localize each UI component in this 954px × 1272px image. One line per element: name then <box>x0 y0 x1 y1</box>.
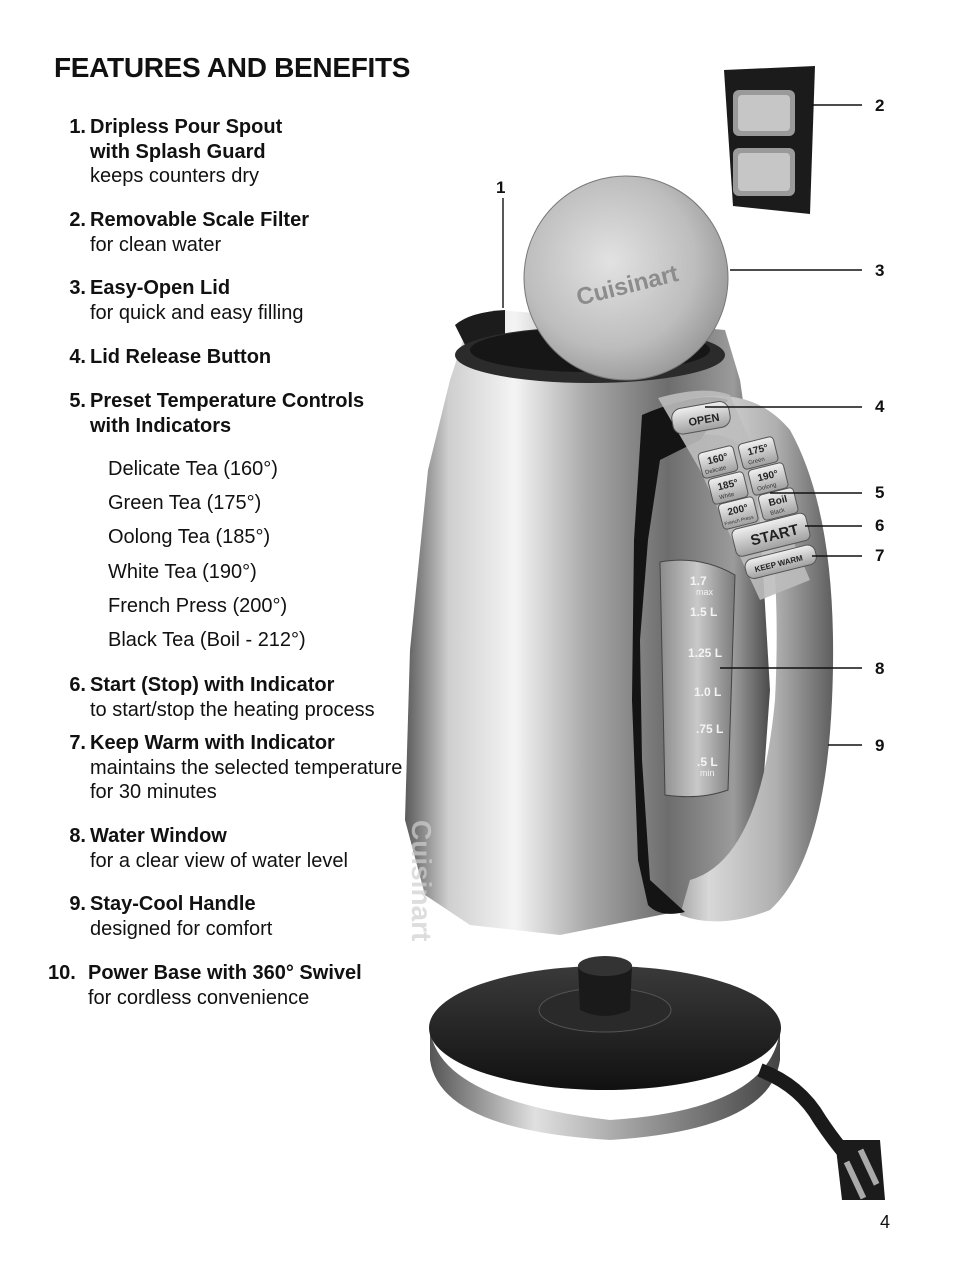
feature-title: Keep Warm with Indicator <box>90 732 335 754</box>
callout-lines <box>502 104 862 746</box>
callout-3: 3 <box>875 261 884 280</box>
water-window: 1.7 max 1.5 L 1.25 L 1.0 L .75 L .5 L mi… <box>659 559 736 798</box>
temp-button-175[interactable]: 175° Green <box>737 436 779 470</box>
callout-numbers: 1 2 3 4 5 6 7 8 9 <box>496 96 885 755</box>
temp-button-185[interactable]: 185° White <box>707 471 749 505</box>
feature-number: 4. <box>69 346 86 368</box>
feature-title: Dripless Pour Spout <box>90 116 283 138</box>
water-level-1-7: 1.7 max <box>690 574 714 597</box>
temp-name: Delicate <box>705 465 728 476</box>
page-number: 4 <box>880 1212 891 1232</box>
body-brand-text: Cuisinart <box>406 820 437 941</box>
feature-number: 7. <box>69 732 86 754</box>
feature-title: Power Base with 360° Swivel <box>88 962 362 984</box>
temp-button-190[interactable]: 190° Oolong <box>747 462 789 496</box>
feature-description: for cordless convenience <box>88 986 310 1009</box>
feature-title: Start (Stop) with Indicator <box>90 674 335 696</box>
temperature-buttons: 160° Delicate 175° Green 185° White 190°… <box>697 436 799 530</box>
feature-title: with Splash Guard <box>90 140 266 163</box>
feature-number: 5. <box>69 390 86 412</box>
callout-5: 5 <box>875 483 884 502</box>
feature-description: for quick and easy filling <box>90 301 304 324</box>
temp-name: Oolong <box>757 482 777 493</box>
preset-item: White Tea (190°) <box>108 560 257 583</box>
preset-item: French Press (200°) <box>108 594 288 617</box>
feature-description: for a clear view of water level <box>90 849 348 872</box>
temp-degree: 190° <box>757 469 780 485</box>
callout-6: 6 <box>875 516 884 535</box>
feature-title: Removable Scale Filter <box>90 209 309 231</box>
temp-button-boil[interactable]: Boil Black <box>757 487 799 521</box>
power-base <box>429 956 885 1200</box>
feature-title: Preset Temperature Controls <box>90 390 365 412</box>
page-title: FEATURES AND BENEFITS <box>54 52 411 83</box>
callout-7: 7 <box>875 546 884 565</box>
temp-degree: 160° <box>706 452 729 468</box>
callout-4: 4 <box>875 397 885 416</box>
feature-title: Lid Release Button <box>90 346 272 368</box>
preset-item: Black Tea (Boil - 212°) <box>108 628 306 651</box>
water-level-0-5: .5 L min <box>697 755 718 778</box>
temp-button-160[interactable]: 160° Delicate <box>697 445 739 479</box>
temp-degree: 200° <box>727 503 750 519</box>
feature-title: Water Window <box>90 825 227 847</box>
feature-description: for 30 minutes <box>90 781 217 803</box>
kettle-lid: Cuisinart <box>523 175 729 381</box>
temp-degree: Boil <box>768 494 789 509</box>
preset-item: Delicate Tea (160°) <box>108 458 278 480</box>
feature-title: with Indicators <box>90 414 232 437</box>
feature-description: for clean water <box>90 233 222 256</box>
feature-number: 8. <box>69 825 86 847</box>
temp-name: Green <box>748 457 766 467</box>
feature-description: keeps counters dry <box>90 165 259 187</box>
preset-item: Oolong Tea (185°) <box>108 526 271 549</box>
control-panel: OPEN 160° Delicate 175° Green 185° White… <box>658 390 818 600</box>
callout-1: 1 <box>496 178 505 197</box>
water-level-value: .5 L <box>697 755 718 769</box>
feature-number: 9. <box>69 893 86 915</box>
water-level-1-25: 1.25 L <box>688 646 722 660</box>
water-level-unit: max <box>696 587 714 597</box>
temp-name: White <box>719 492 736 502</box>
temp-degree: 175° <box>747 443 770 459</box>
water-level-unit: min <box>700 768 715 778</box>
temp-button-200[interactable]: 200° French Press <box>717 496 759 530</box>
open-label: OPEN <box>688 412 721 429</box>
preset-item: Green Tea (175°) <box>108 492 262 515</box>
water-level-0-75: .75 L <box>696 722 723 736</box>
feature-number: 3. <box>69 277 86 299</box>
feature-title: Stay-Cool Handle <box>90 893 256 915</box>
preset-list: Delicate Tea (160°) Green Tea (175°) Ool… <box>108 458 306 663</box>
feature-description: maintains the selected temperature <box>90 756 403 779</box>
feature-description: to start/stop the heating process <box>90 698 375 721</box>
temp-name: Black <box>770 507 787 517</box>
keep-warm-button[interactable]: KEEP WARM <box>743 543 818 580</box>
water-level-1-0: 1.0 L <box>694 685 721 699</box>
temp-degree: 185° <box>717 478 740 494</box>
callout-9: 9 <box>875 736 884 755</box>
feature-number: 10. <box>48 962 76 984</box>
lid-release-button[interactable]: OPEN <box>670 400 732 436</box>
feature-title: Easy-Open Lid <box>90 277 231 299</box>
feature-number: 1. <box>69 116 86 138</box>
water-level-value: 1.7 <box>690 574 707 588</box>
callout-2: 2 <box>875 96 884 115</box>
scale-filter <box>724 66 815 214</box>
callout-8: 8 <box>875 659 884 678</box>
feature-number: 2. <box>69 209 86 231</box>
water-level-1-5: 1.5 L <box>690 605 717 619</box>
feature-number: 6. <box>69 674 86 696</box>
feature-description: designed for comfort <box>90 917 273 940</box>
